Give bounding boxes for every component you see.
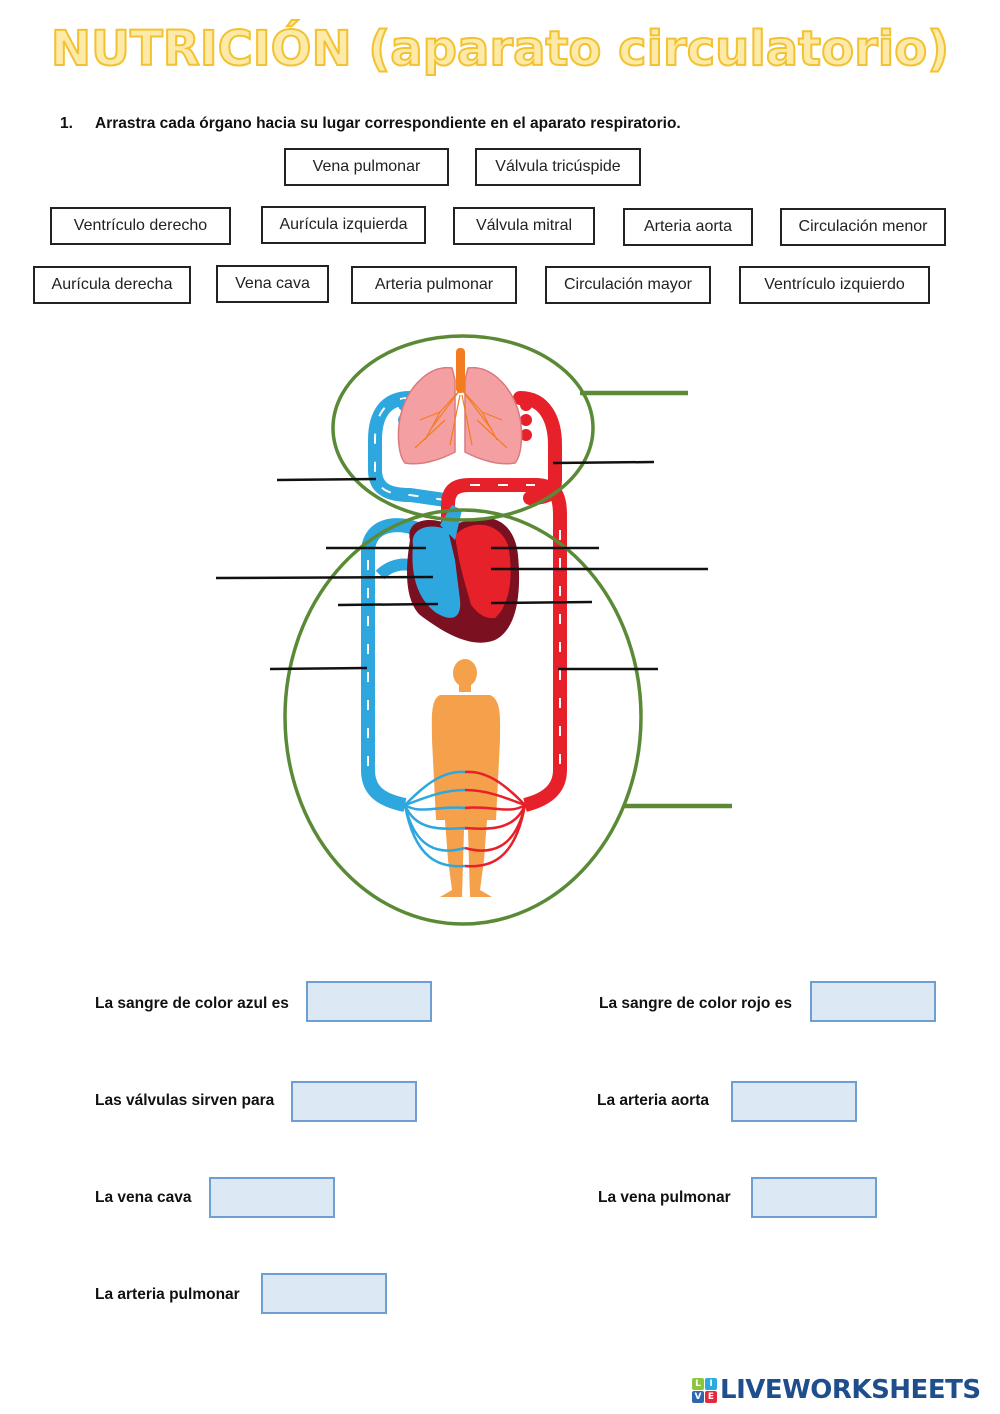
liveworksheets-logo[interactable]: L I V E LIVEWORKSHEETS bbox=[692, 1374, 981, 1406]
question-label-red-blood: La sangre de color rojo es bbox=[599, 995, 792, 1012]
question-label-arteria-pulmonar: La arteria pulmonar bbox=[95, 1286, 240, 1303]
aorta-vessel bbox=[441, 478, 567, 812]
human-body-icon bbox=[431, 659, 501, 897]
capillary-network bbox=[403, 770, 527, 868]
circulatory-diagram bbox=[215, 334, 732, 926]
question-label-aorta: La arteria aorta bbox=[597, 1092, 709, 1109]
answer-input-vena-pulmonar[interactable] bbox=[751, 1177, 877, 1218]
answer-input-arteria-pulmonar[interactable] bbox=[261, 1273, 387, 1314]
logo-text: LIVEWORKSHEETS bbox=[720, 1375, 981, 1405]
drag-item-arteria-aorta[interactable]: Arteria aorta bbox=[623, 208, 753, 246]
drag-item-ventriculo-derecho[interactable]: Ventrículo derecho bbox=[50, 207, 231, 245]
drag-item-valvula-mitral[interactable]: Válvula mitral bbox=[453, 207, 595, 245]
drag-item-ventriculo-izquierdo[interactable]: Ventrículo izquierdo bbox=[739, 266, 930, 304]
drag-item-vena-cava[interactable]: Vena cava bbox=[216, 265, 329, 303]
answer-input-valves[interactable] bbox=[291, 1081, 417, 1122]
logo-cell-v: V bbox=[692, 1390, 704, 1403]
label-line-vena-cava[interactable] bbox=[269, 666, 368, 671]
answer-input-blue-blood[interactable] bbox=[306, 981, 432, 1022]
drag-item-auricula-derecha[interactable]: Aurícula derecha bbox=[33, 266, 191, 304]
drag-item-circulacion-mayor[interactable]: Circulación mayor bbox=[545, 266, 711, 304]
label-line-ventriculo-derecho[interactable] bbox=[337, 602, 439, 607]
logo-cell-l: L bbox=[692, 1377, 704, 1390]
drag-item-arteria-pulmonar[interactable]: Arteria pulmonar bbox=[351, 266, 517, 304]
question-label-valves: Las válvulas sirven para bbox=[95, 1092, 275, 1109]
drag-item-auricula-izquierda[interactable]: Aurícula izquierda bbox=[261, 206, 426, 244]
question-label-vena-pulmonar: La vena pulmonar bbox=[598, 1189, 731, 1206]
label-line-valvula-tricuspide[interactable] bbox=[215, 575, 434, 580]
page-title: NUTRICIÓN (aparato circulatorio) bbox=[50, 20, 950, 78]
drag-item-circulacion-menor[interactable]: Circulación menor bbox=[780, 208, 946, 246]
question-label-vena-cava: La vena cava bbox=[95, 1189, 192, 1206]
answer-input-red-blood[interactable] bbox=[810, 981, 936, 1022]
systemic-circulation-circle bbox=[283, 508, 643, 926]
lungs-icon bbox=[397, 348, 523, 465]
instruction: 1. Arrastra cada órgano hacia su lugar co… bbox=[60, 115, 681, 133]
drag-item-valvula-tricuspide[interactable]: Válvula tricúspide bbox=[475, 148, 641, 186]
answer-input-vena-cava[interactable] bbox=[209, 1177, 335, 1218]
logo-cell-i: I bbox=[705, 1377, 717, 1390]
label-line-ventriculo-izquierdo[interactable] bbox=[490, 600, 593, 605]
answer-input-aorta[interactable] bbox=[731, 1081, 857, 1122]
label-line-vena-pulmonar[interactable] bbox=[552, 460, 655, 465]
pulmonary-circulation-circle bbox=[331, 334, 595, 522]
logo-cell-e: E bbox=[705, 1390, 717, 1403]
question-label-blue-blood: La sangre de color azul es bbox=[95, 995, 289, 1012]
pulmonary-vein-vessel bbox=[513, 391, 562, 505]
logo-live-icon: L I V E bbox=[692, 1377, 717, 1403]
heart-icon bbox=[407, 505, 520, 643]
instruction-number: 1. bbox=[60, 115, 73, 132]
drag-item-vena-pulmonar[interactable]: Vena pulmonar bbox=[284, 148, 449, 186]
instruction-text: Arrastra cada órgano hacia su lugar corr… bbox=[95, 115, 681, 132]
label-line-arteria-pulmonar[interactable] bbox=[276, 477, 377, 482]
